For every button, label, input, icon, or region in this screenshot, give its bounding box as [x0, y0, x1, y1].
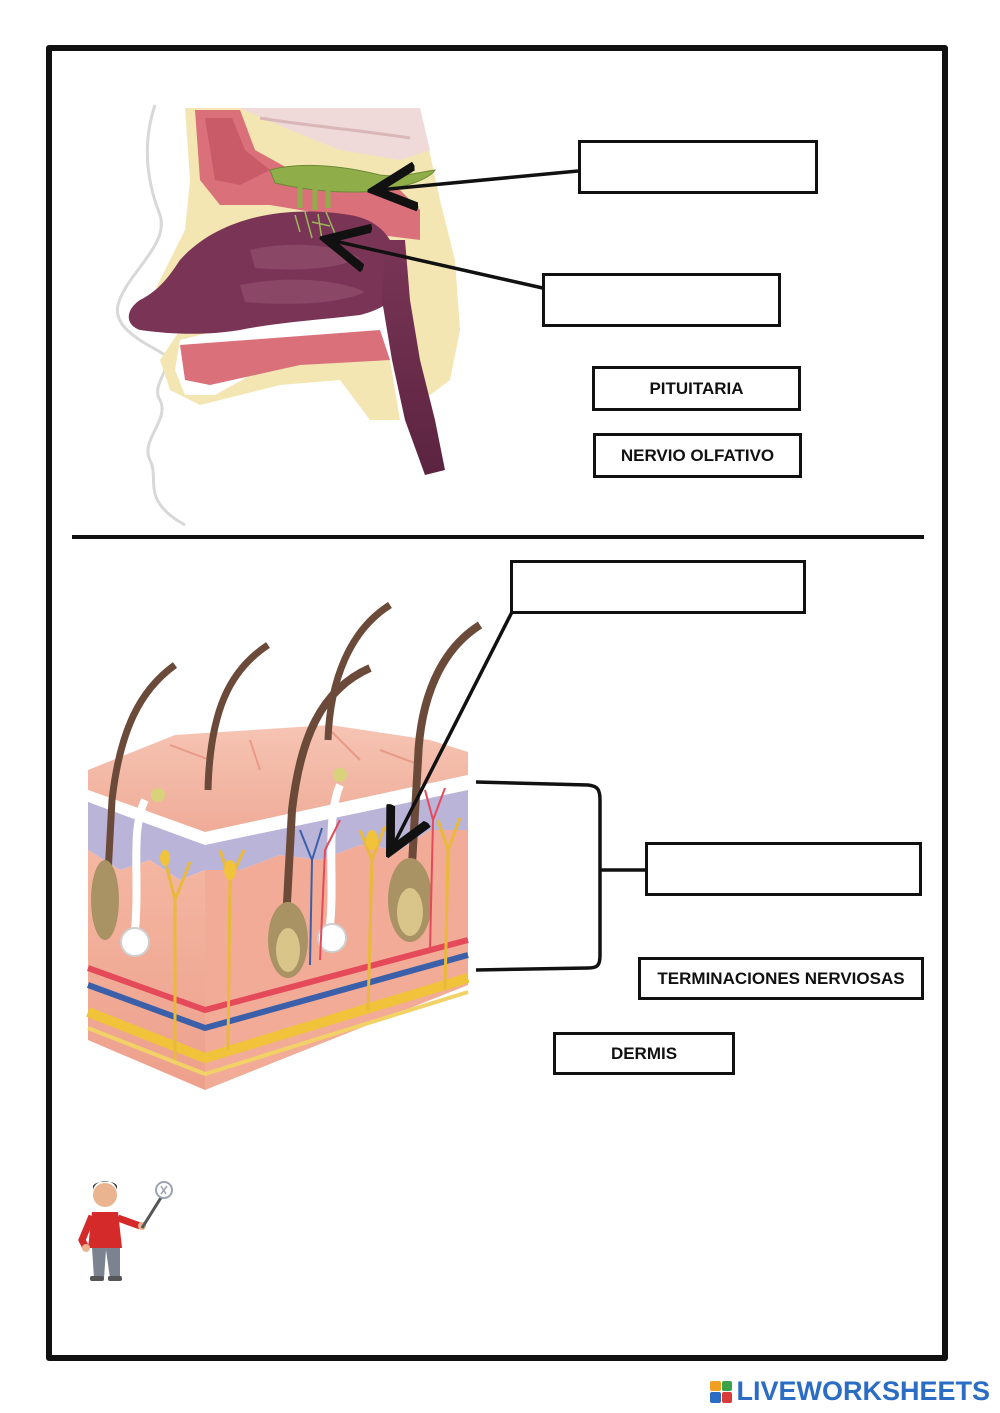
- word-bank-item[interactable]: PITUITARIA: [592, 366, 801, 411]
- skin-illustration: [86, 602, 483, 1090]
- brand-logo: LIVEWORKSHEETS: [710, 1376, 990, 1407]
- answer-box-dermis[interactable]: [645, 842, 922, 896]
- brand-name: LIVEWORKSHEETS: [736, 1376, 990, 1406]
- section-divider: [72, 535, 924, 539]
- word-bank-item[interactable]: DERMIS: [553, 1032, 735, 1075]
- teacher-avatar: [78, 1181, 173, 1281]
- dermis-bracket: [475, 780, 602, 972]
- answer-box-olfactory-nerve[interactable]: [578, 140, 818, 194]
- arrow-to-pituitary: [330, 240, 557, 293]
- answer-box-nerve-endings[interactable]: [510, 560, 806, 614]
- answer-box-pituitary[interactable]: [542, 273, 781, 327]
- word-bank-item[interactable]: NERVIO OLFATIVO: [593, 433, 802, 478]
- nasal-cavity-illustration: [115, 104, 460, 527]
- word-bank-item[interactable]: TERMINACIONES NERVIOSAS: [638, 957, 924, 1000]
- arrow-to-nerve-endings: [392, 611, 514, 848]
- liveworksheets-icon: [710, 1380, 733, 1403]
- worksheet-frame: [46, 45, 948, 1361]
- arrow-to-olfactory-nerve: [378, 171, 579, 190]
